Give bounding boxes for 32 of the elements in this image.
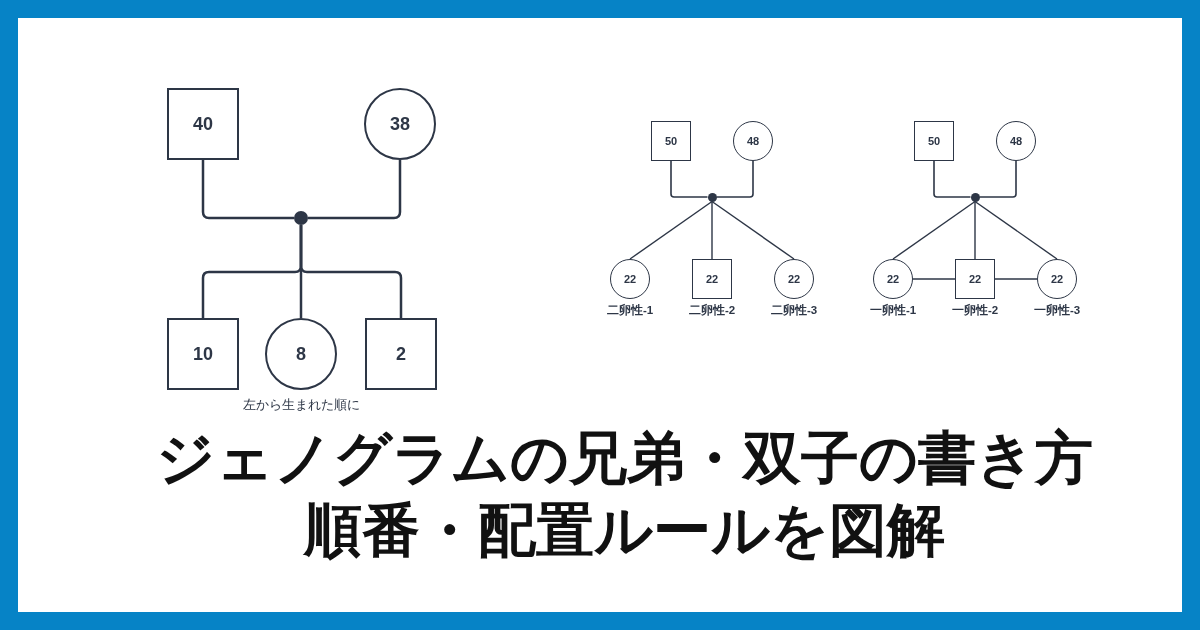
junction-dot — [970, 192, 980, 202]
connector-line — [974, 200, 976, 260]
square-node: 40 — [167, 88, 239, 160]
square-node: 22 — [692, 259, 732, 299]
square-node: 50 — [914, 121, 954, 161]
caption-text: 二卵性-1 — [606, 303, 654, 318]
connector-line — [974, 200, 1058, 260]
heading: ジェノグラムの兄弟・双子の書き方順番・配置ルールを図解 — [154, 423, 1094, 566]
connector-line — [299, 225, 403, 318]
square-node: 50 — [651, 121, 691, 161]
note-text: 左から生まれた順に — [242, 396, 360, 414]
square-node: 2 — [365, 318, 437, 390]
connector-line — [978, 160, 1017, 198]
connector-line — [715, 160, 754, 198]
caption-text: 一卵性-2 — [951, 303, 999, 318]
caption-text: 二卵性-3 — [770, 303, 818, 318]
junction-dot — [707, 192, 717, 202]
connector-line — [711, 200, 713, 260]
connector-line — [670, 160, 709, 198]
connector-line — [629, 200, 713, 260]
connector-line — [912, 278, 956, 280]
connector-line — [994, 278, 1038, 280]
connector-line — [892, 200, 976, 260]
caption-text: 一卵性-3 — [1033, 303, 1081, 318]
caption-text: 一卵性-1 — [869, 303, 917, 318]
connector-line — [711, 200, 795, 260]
square-node: 22 — [955, 259, 995, 299]
connector-line — [201, 160, 294, 220]
caption-text: 二卵性-2 — [688, 303, 736, 318]
connector-line — [308, 160, 402, 220]
connector-line — [933, 160, 972, 198]
square-node: 10 — [167, 318, 239, 390]
